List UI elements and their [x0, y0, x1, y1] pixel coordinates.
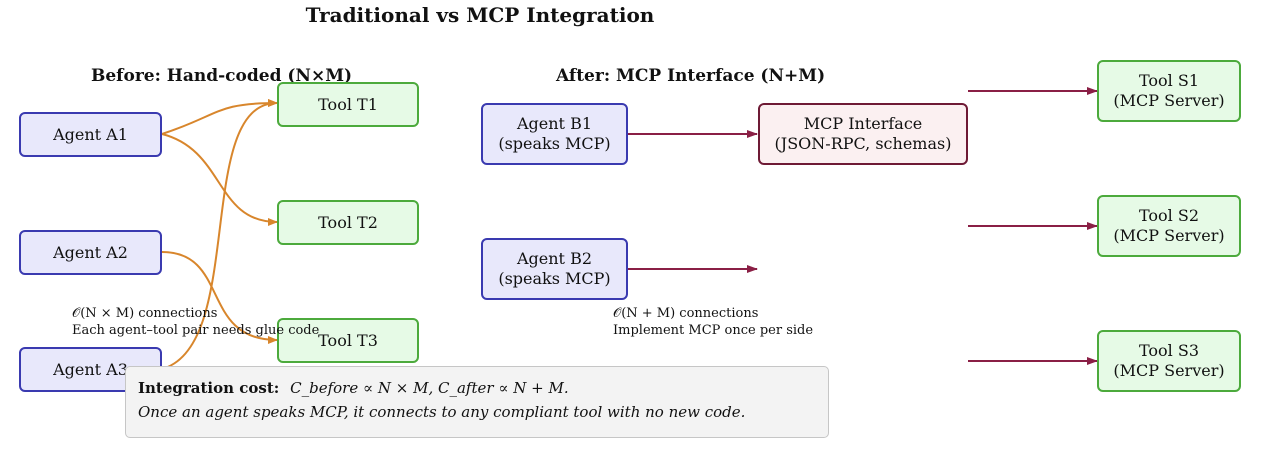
before-heading: Before: Hand-coded (N×M) — [91, 66, 353, 86]
cost-label: Integration cost: — [138, 379, 280, 397]
edge-a3-t1 — [164, 99, 278, 369]
integration-cost-box: Integration cost: C_before ∝ N × M, C_af… — [125, 366, 829, 438]
node-sublabel: (MCP Server) — [1113, 361, 1225, 380]
agent-b2-node: Agent B2 (speaks MCP) — [481, 238, 628, 300]
agent-a1-node: Agent A1 — [19, 112, 162, 157]
note-line-2: Each agent–tool pair needs glue code — [72, 323, 320, 338]
node-label: Tool S1 — [1138, 71, 1200, 90]
node-label: Tool S3 — [1138, 341, 1200, 360]
node-label: Agent A3 — [53, 359, 128, 379]
node-label: MCP Interface — [803, 114, 923, 133]
node-label: Agent B1 — [516, 114, 593, 133]
tool-s1-node: Tool S1 (MCP Server) — [1097, 60, 1241, 122]
tool-t2-node: Tool T2 — [277, 200, 419, 245]
tool-t3-node: Tool T3 — [277, 318, 419, 363]
agent-b1-node: Agent B1 (speaks MCP) — [481, 103, 628, 165]
node-label: Agent B2 — [516, 249, 593, 268]
cost-summary: Once an agent speaks MCP, it connects to… — [138, 403, 746, 421]
node-label: Tool T2 — [318, 212, 378, 232]
note-line-2: Implement MCP once per side — [613, 323, 814, 338]
node-label: Agent A1 — [53, 124, 128, 144]
note-line-1: 𝒪(N × M) connections — [72, 306, 218, 321]
mcp-interface-node: MCP Interface (JSON-RPC, schemas) — [758, 103, 968, 165]
edge-a1-t2 — [161, 133, 278, 226]
before-complexity-note: 𝒪(N × M) connections Each agent–tool pai… — [72, 305, 319, 339]
node-label: Tool T1 — [318, 94, 378, 114]
after-heading: After: MCP Interface (N+M) — [556, 66, 826, 86]
cost-formula: C_before ∝ N × M, C_after ∝ N + M. — [290, 379, 569, 397]
tool-s3-node: Tool S3 (MCP Server) — [1097, 330, 1241, 392]
tool-s2-node: Tool S2 (MCP Server) — [1097, 195, 1241, 257]
diagram-title: Traditional vs MCP Integration — [305, 3, 655, 27]
note-line-1: 𝒪(N + M) connections — [613, 306, 759, 321]
node-sublabel: (speaks MCP) — [498, 134, 611, 153]
after-complexity-note: 𝒪(N + M) connections Implement MCP once … — [613, 305, 813, 339]
node-label: Tool S2 — [1138, 206, 1200, 225]
edge-a1-t1 — [161, 99, 278, 135]
agent-a2-node: Agent A2 — [19, 230, 162, 275]
node-sublabel: (JSON-RPC, schemas) — [774, 134, 952, 153]
tool-t1-node: Tool T1 — [277, 82, 419, 127]
node-label: Agent A2 — [53, 242, 128, 262]
node-label: Tool T3 — [318, 330, 378, 350]
node-sublabel: (speaks MCP) — [498, 269, 611, 288]
edge-a2-t3 — [161, 251, 278, 344]
node-sublabel: (MCP Server) — [1113, 91, 1225, 110]
node-sublabel: (MCP Server) — [1113, 226, 1225, 245]
